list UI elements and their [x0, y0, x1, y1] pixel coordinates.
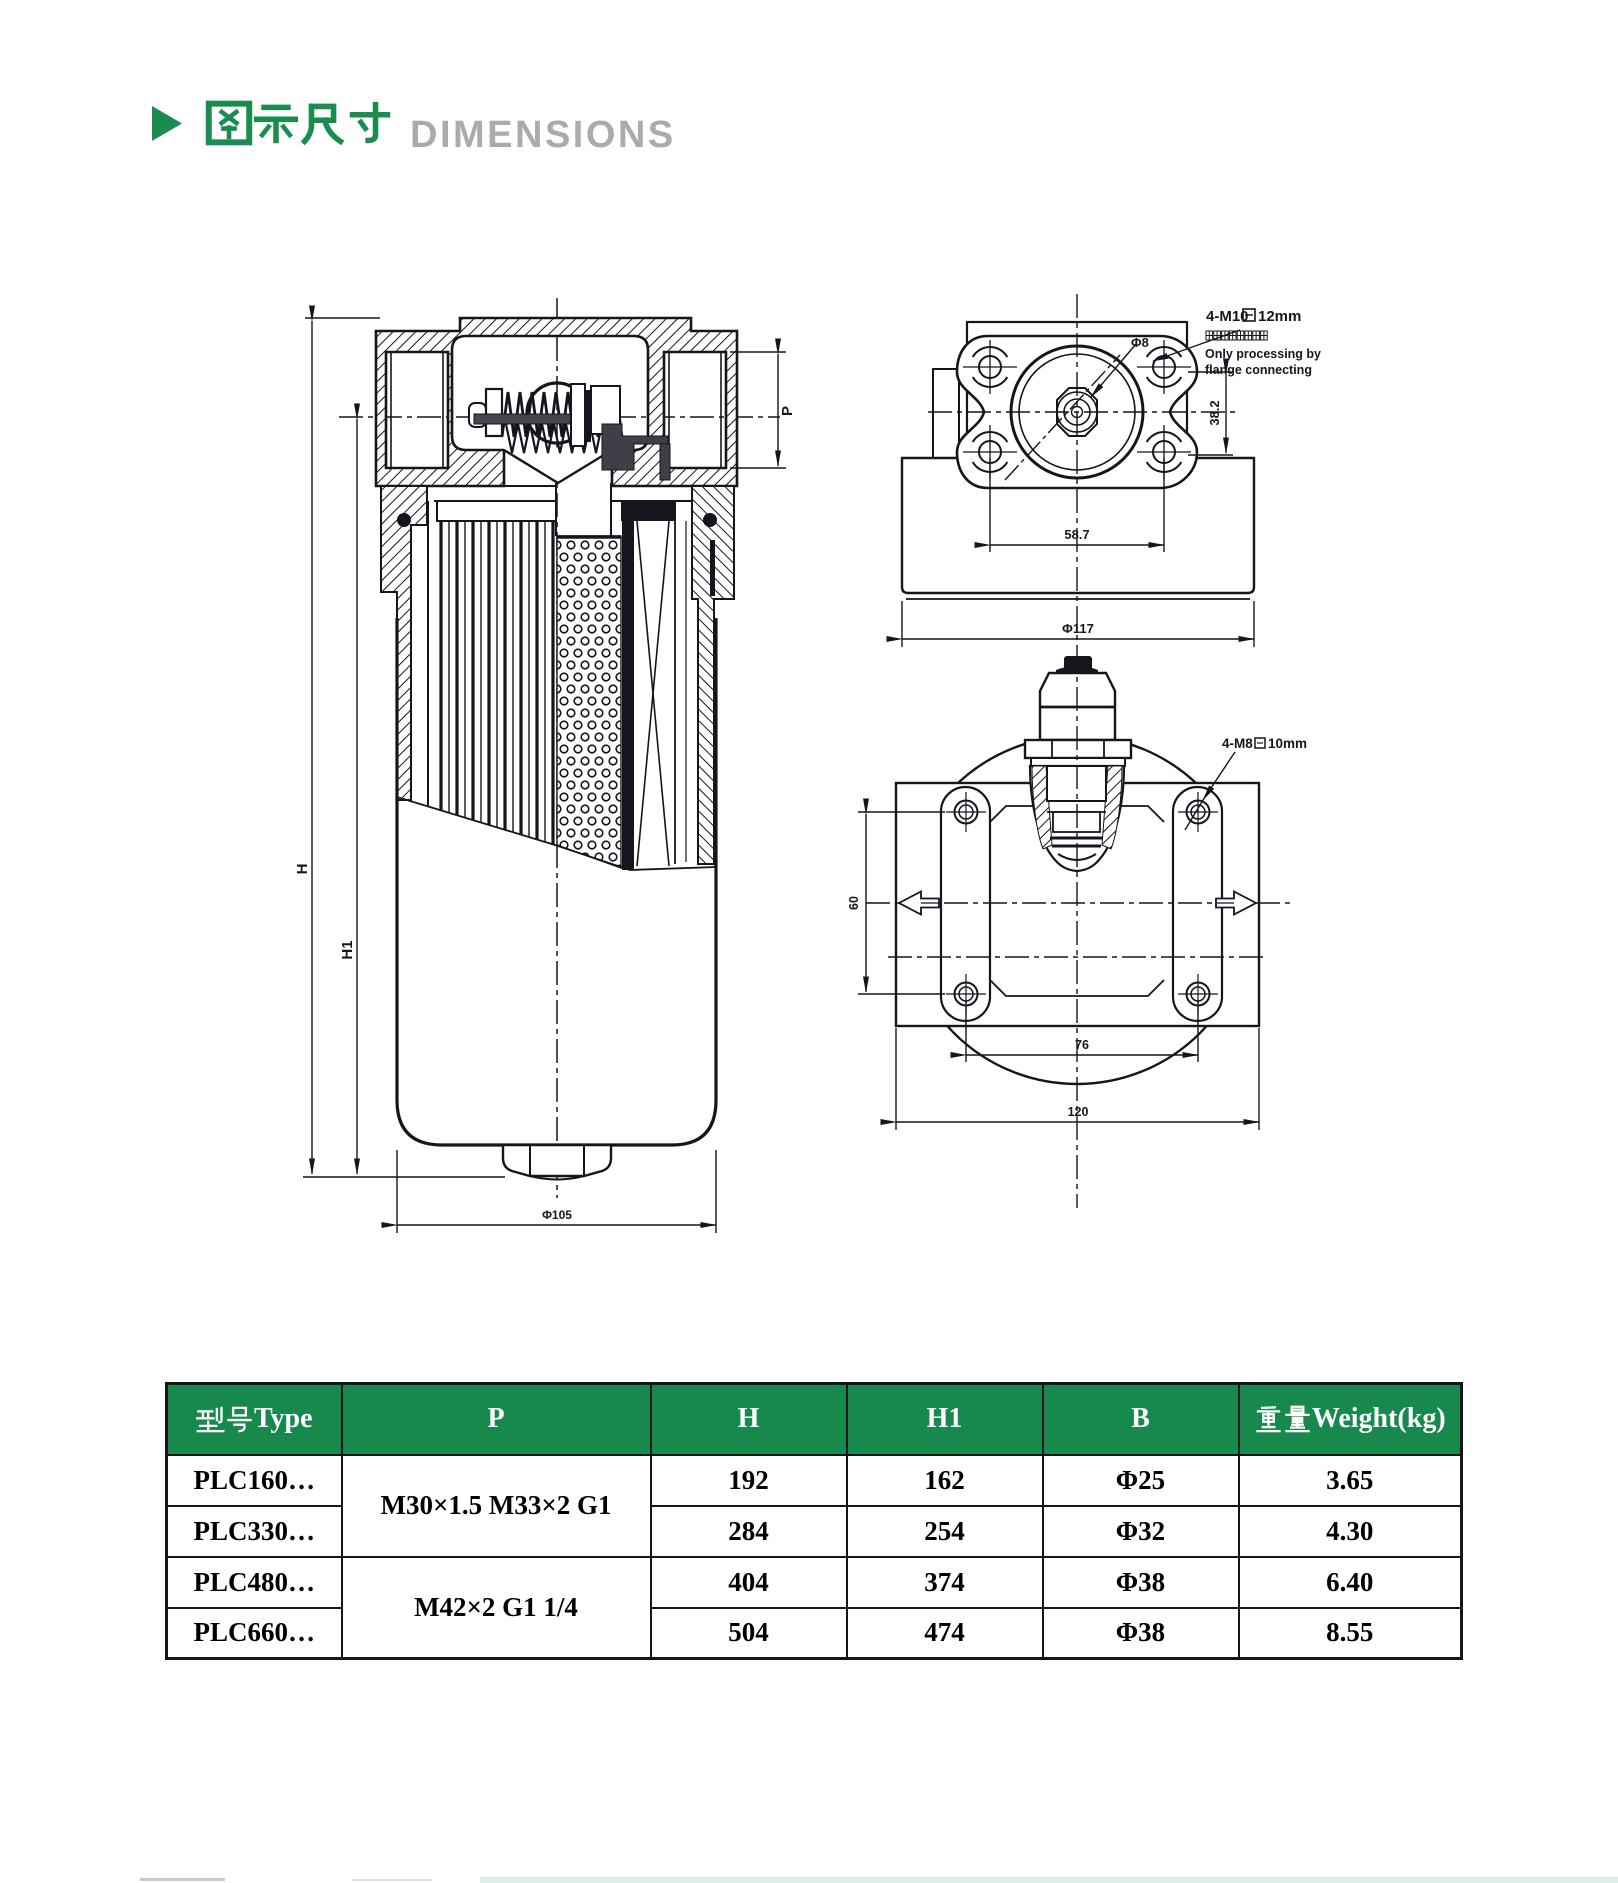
- svg-text:10mm: 10mm: [1268, 736, 1307, 751]
- svg-text:4-M8: 4-M8: [1222, 736, 1253, 751]
- svg-text:60: 60: [847, 896, 861, 910]
- svg-text:H1: H1: [339, 940, 356, 959]
- svg-text:58.7: 58.7: [1064, 527, 1089, 542]
- svg-text:flange connecting: flange connecting: [1205, 363, 1312, 377]
- svg-text:76: 76: [1075, 1038, 1089, 1052]
- svg-text:12mm: 12mm: [1258, 308, 1301, 325]
- svg-text:Only processing by: Only processing by: [1205, 347, 1321, 361]
- svg-text:Φ105: Φ105: [542, 1208, 572, 1222]
- svg-text:Φ8: Φ8: [1131, 335, 1149, 350]
- svg-text:120: 120: [1068, 1105, 1089, 1119]
- svg-text:H: H: [294, 864, 311, 875]
- svg-text:4-M10: 4-M10: [1206, 308, 1249, 325]
- svg-text:P: P: [779, 406, 796, 416]
- svg-text:38.2: 38.2: [1207, 400, 1222, 425]
- svg-text:Φ117: Φ117: [1062, 621, 1094, 636]
- svg-text:DIMENSIONS: DIMENSIONS: [410, 114, 676, 156]
